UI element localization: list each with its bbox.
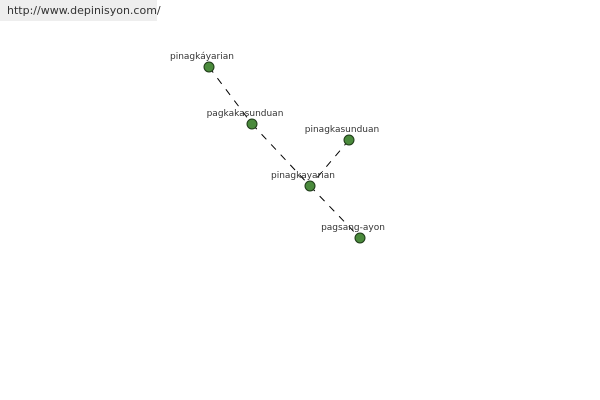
node-label[interactable]: pagsang-ayon [321,223,385,233]
edge [309,185,361,239]
edge [251,123,311,187]
node[interactable] [246,118,258,130]
edge [208,66,253,125]
node-label[interactable]: pagkakasunduan [207,109,284,119]
node[interactable] [203,61,215,73]
site-url[interactable]: http://www.depinisyon.com/ [0,0,161,21]
edge [309,139,350,187]
node-label[interactable]: pinagkayarian [271,171,335,181]
node-label[interactable]: pinagkasunduan [305,125,379,135]
node[interactable] [343,134,355,146]
node[interactable] [304,180,316,192]
node[interactable] [354,232,366,244]
node-label[interactable]: pinagkáyarian [170,52,234,62]
